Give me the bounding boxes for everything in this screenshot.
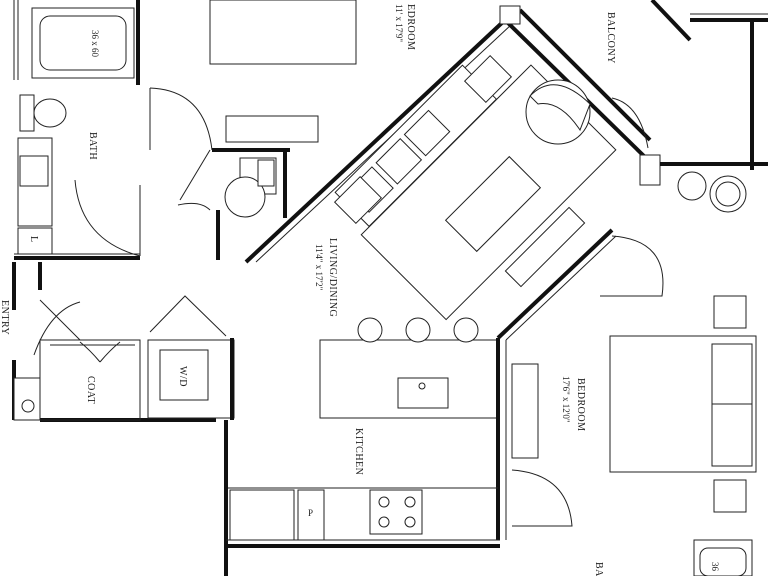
living-size: 11'4" x 17'2" — [314, 244, 324, 291]
bath-room — [13, 0, 141, 260]
nightstand — [713, 295, 747, 329]
bedroom-right-label: BEDROOM — [575, 378, 586, 432]
bar-stool — [453, 317, 479, 343]
entry-label: ENTRY — [0, 300, 10, 335]
bedroom-top-label: EDROOM — [405, 4, 416, 50]
kitchen-label: KITCHEN — [353, 428, 364, 475]
linen-closet — [17, 227, 53, 255]
bar-stool — [357, 317, 383, 343]
living-walls — [244, 5, 661, 341]
entry-area — [12, 262, 235, 422]
living-door-swing — [600, 235, 664, 297]
living-label: LIVING/DINING — [327, 238, 338, 317]
range — [369, 489, 423, 535]
laundry-label: W/D — [177, 366, 188, 387]
pantry-label: P — [308, 508, 313, 518]
bedroom-right-size: 17'6" x 12'0" — [561, 376, 571, 423]
balcony — [650, 0, 768, 213]
bedroom-top-size: 11' x 17'9" — [394, 4, 404, 42]
balcony-door — [611, 97, 649, 149]
bar-stool — [405, 317, 431, 343]
kitchen — [224, 317, 507, 576]
toilet — [19, 94, 35, 132]
washer-dryer — [159, 349, 209, 401]
bath-tub-label: 36 x 60 — [90, 30, 100, 58]
kitchen-sink — [397, 377, 449, 409]
fridge — [229, 489, 295, 541]
side-table — [463, 54, 513, 104]
coffee-table — [444, 155, 542, 253]
bedroom-door — [511, 469, 573, 527]
bedroom-top-bed — [209, 0, 357, 65]
nightstand — [713, 479, 747, 513]
balcony-table — [677, 171, 707, 201]
coat-closet — [39, 339, 141, 421]
balcony-label: BALCONY — [605, 12, 616, 64]
bedroom-right — [511, 295, 757, 576]
bath-bottom-label: BA — [593, 562, 604, 576]
bath-label: BATH — [87, 132, 98, 160]
coat-label: COAT — [85, 376, 96, 404]
hall-closet — [149, 87, 319, 260]
side-table — [333, 175, 383, 225]
pantry — [297, 489, 325, 541]
wardrobe — [511, 363, 539, 459]
shelf — [225, 115, 319, 143]
bath-bottom-tub-label: 36 — [710, 562, 720, 572]
linen-label: L — [28, 236, 39, 243]
entry-closet — [13, 377, 41, 421]
armchair — [525, 79, 591, 145]
tv-console — [504, 206, 586, 288]
